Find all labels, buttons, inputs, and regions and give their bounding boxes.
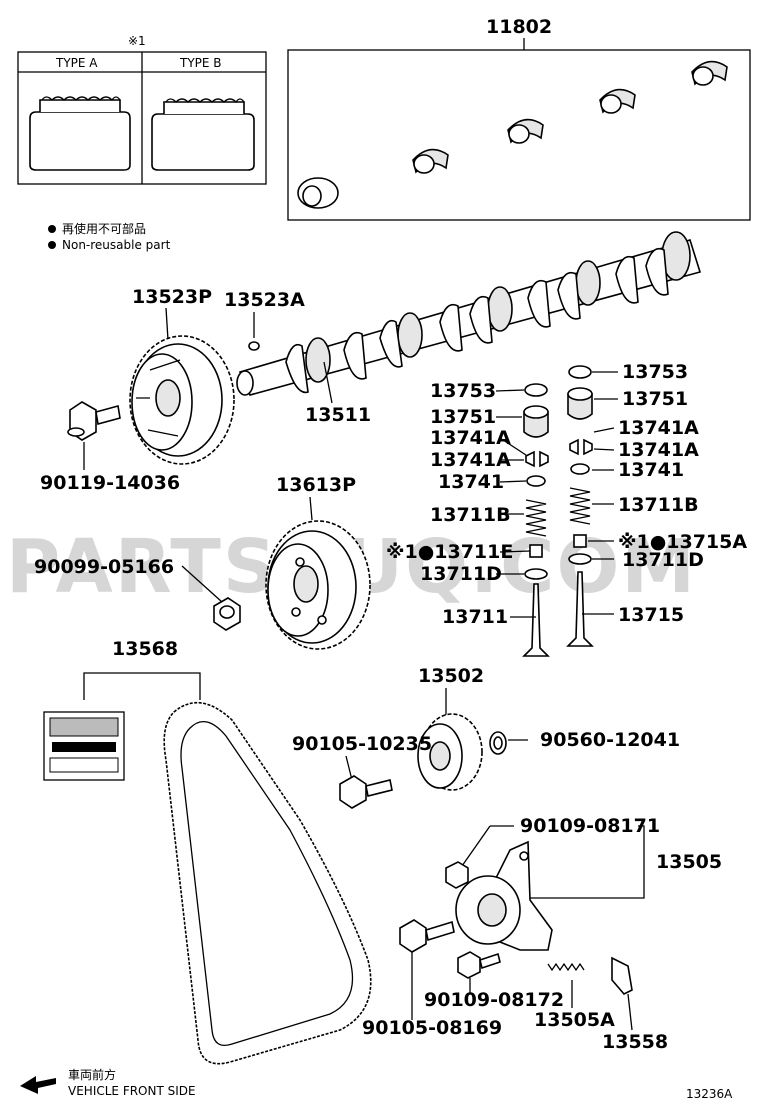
label-13753-right: 13753 <box>622 361 688 383</box>
bearing-icon <box>412 148 449 174</box>
label-90109-08171: 90109-08171 <box>520 815 660 837</box>
vehicle-front-indicator: 車両前方 VEHICLE FRONT SIDE <box>20 1067 196 1098</box>
label-90109-08172: 90109-08172 <box>424 989 564 1011</box>
valve-train <box>495 365 618 657</box>
bearing-set-11802: 11802 <box>287 16 751 221</box>
label-13741A-left-2: 13741A <box>430 449 511 471</box>
label-90099-05166: 90099-05166 <box>34 556 174 578</box>
type-a-label: TYPE A <box>55 56 98 70</box>
camshaft-13511: 13511 <box>236 231 702 426</box>
type-legend-marker: ※1 <box>128 34 146 48</box>
non-reusable-en: Non-reusable part <box>62 238 171 252</box>
label-90119-14036: 90119-14036 <box>40 472 180 494</box>
bolt-90119-14036: 90119-14036 <box>40 401 180 494</box>
non-reusable-legend: 再使用不可部品 Non-reusable part <box>48 221 171 252</box>
cam-sprocket-13523P: 13523P <box>129 286 235 465</box>
bearing-icon <box>691 60 728 86</box>
cam-sprocket-13613P: 13613P <box>265 474 371 650</box>
label-13711B-right: 13711B <box>618 494 699 516</box>
bracket-13558: 13558 <box>602 956 668 1053</box>
bolt-90105-10235: 90105-10235 <box>292 733 432 809</box>
label-13558: 13558 <box>602 1031 668 1053</box>
label-13711: 13711 <box>442 606 508 628</box>
timing-belt-13568: 13568 <box>43 638 372 1065</box>
type-b-seal-icon <box>151 98 255 171</box>
front-side-jp: 車両前方 <box>68 1067 116 1082</box>
label-13741A-right-1: 13741A <box>618 417 699 439</box>
bearing-icon <box>297 177 339 209</box>
label-13751-left: 13751 <box>430 406 496 428</box>
tensioner-13505: 90109-08171 13505 <box>445 815 722 951</box>
label-13741A-right-2: 13741A <box>618 439 699 461</box>
label-13711D-right: 13711D <box>622 549 704 571</box>
bearing-icon <box>599 88 636 114</box>
label-13741-left: 13741 <box>438 471 504 493</box>
label-90105-08169: 90105-08169 <box>362 1017 502 1039</box>
label-13741A-left-1: 13741A <box>430 427 511 449</box>
label-13751-right: 13751 <box>622 388 688 410</box>
label-13505A: 13505A <box>534 1009 615 1031</box>
type-legend-box: ※1 TYPE A TYPE B <box>17 34 267 185</box>
label-90105-10235: 90105-10235 <box>292 733 432 755</box>
non-reusable-jp: 再使用不可部品 <box>62 221 146 236</box>
label-13711D-left: 13711D <box>420 563 502 585</box>
nut-90099-05166: 90099-05166 <box>34 556 241 631</box>
label-13613P: 13613P <box>276 474 356 496</box>
bolt-90105-08169: 90105-08169 <box>362 919 502 1039</box>
front-side-en: VEHICLE FRONT SIDE <box>68 1084 196 1098</box>
type-b-label: TYPE B <box>179 56 222 70</box>
bearing-icon <box>507 118 544 144</box>
washer-90560-12041: 90560-12041 <box>489 729 680 755</box>
front-arrow-icon <box>20 1076 56 1094</box>
label-13711B-left: 13711B <box>430 504 511 526</box>
label-13505: 13505 <box>656 851 722 873</box>
spring-13505A: 13505A <box>534 962 615 1031</box>
knock-pin-13523A: 13523A <box>224 289 305 351</box>
label-13502: 13502 <box>418 665 484 687</box>
bolt-90109-08172: 90109-08172 <box>424 951 564 1011</box>
label-90560-12041: 90560-12041 <box>540 729 680 751</box>
type-a-seal-icon <box>29 96 131 171</box>
label-13753-left: 13753 <box>430 380 496 402</box>
label-11802: 11802 <box>486 16 552 38</box>
label-13568: 13568 <box>112 638 178 660</box>
label-13523A: 13523A <box>224 289 305 311</box>
label-13511: 13511 <box>305 404 371 426</box>
idler-pulley-13502: 13502 <box>417 665 484 791</box>
label-13741-right: 13741 <box>618 459 684 481</box>
label-13523P: 13523P <box>132 286 212 308</box>
diagram-id: 13236A <box>686 1087 733 1101</box>
label-13715A: ※1●13715A <box>618 531 747 553</box>
label-13715: 13715 <box>618 604 684 626</box>
label-13711E: ※1●13711E <box>386 541 513 563</box>
